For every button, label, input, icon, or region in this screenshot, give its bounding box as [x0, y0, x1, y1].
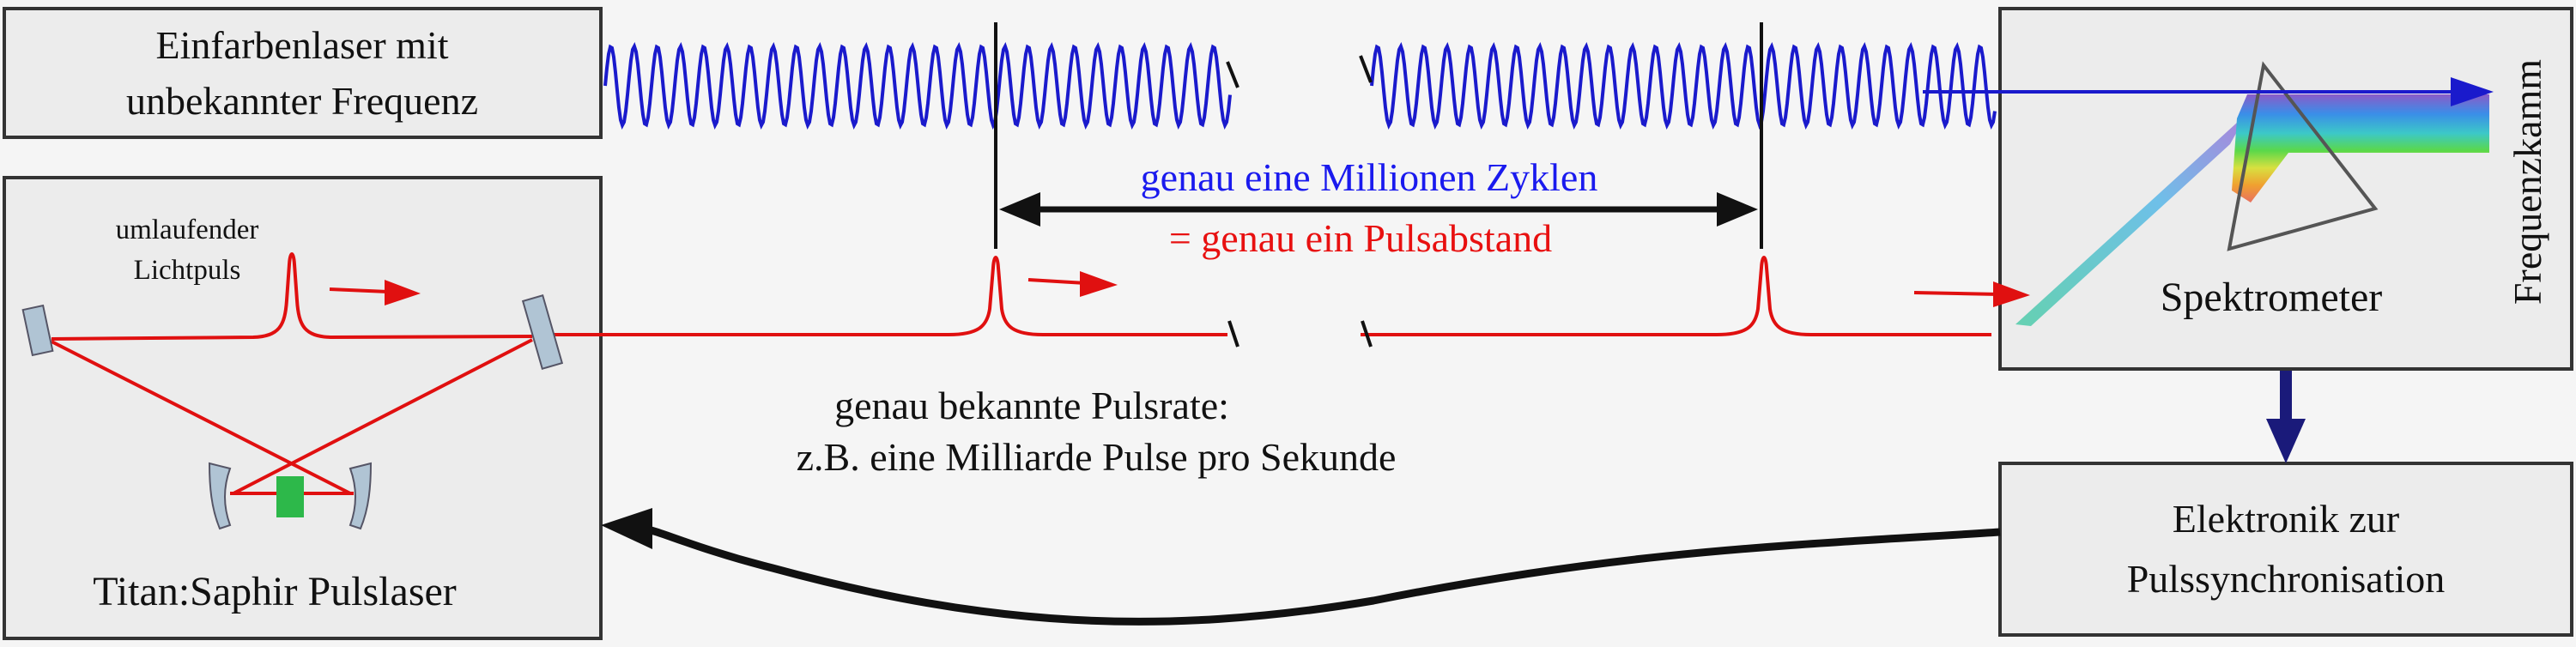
circulating-pulse-arrow: [329, 280, 421, 305]
feedback-curve: [650, 526, 2001, 626]
prism: [2227, 61, 2379, 251]
measurement-arrowhead-left: [999, 192, 1040, 227]
cavity-beam-cross-1: [51, 340, 351, 495]
laser-wave-signal: [603, 42, 1997, 130]
circulating-pulse-label-line1: umlaufender: [116, 215, 259, 245]
spectrometer-label: Spektrometer: [2161, 275, 2383, 320]
electronics-frame: [1998, 462, 2573, 637]
laser-wave-left-segment: [603, 42, 1232, 130]
cycles-label: genau eine Millionen Zyklen: [1141, 155, 1598, 199]
spectrometer-to-electronics-arrow: [2266, 371, 2306, 463]
pulse-laser-box: Titan:Saphir Pulslaser umlaufender Licht…: [3, 176, 603, 640]
wave-break-mark-right: [1359, 55, 1373, 83]
pulse-direction-arrow: [1027, 271, 1118, 297]
electronics-line2: Pulssynchronisation: [2127, 557, 2446, 601]
dispersed-light-fan: [2015, 113, 2247, 326]
pulse-break-mark-right: [1361, 320, 1373, 348]
electronics-line1: Elektronik zur: [2173, 497, 2399, 541]
laser-box-frame: [3, 7, 603, 139]
circulating-pulse-label-line2: Lichtpuls: [134, 255, 241, 286]
cavity-mirror-bottom-right: [349, 462, 373, 530]
electronics-box: Elektronik zur Pulssynchronisation: [1998, 462, 2573, 637]
frequency-comb-rainbow: [2232, 94, 2489, 203]
pulse-beam-right-segment: [1361, 256, 1991, 336]
pulse-rate-line1: genau bekannte Pulsrate:: [834, 384, 1229, 427]
cavity-mirror-bottom-left: [208, 462, 232, 530]
feedback-to-pulse-laser-arrow: [601, 508, 2001, 626]
cavity-mirror-top-left: [21, 304, 54, 357]
pulse-rate-note: genau bekannte Pulsrate: z.B. eine Milli…: [797, 384, 1397, 479]
single-frequency-laser-box: Einfarbenlaser mit unbekannter Frequenz: [3, 7, 603, 139]
pulse-laser-title: Titan:Saphir Pulslaser: [93, 569, 457, 614]
cycle-measurement: genau eine Millionen Zyklen = genau ein …: [994, 22, 1763, 260]
cavity-beam-cross-2: [233, 338, 533, 495]
cavity-beam-with-pulse: [51, 252, 533, 341]
titanium-sapphire-crystal: [276, 476, 304, 517]
laser-beam-arrowhead: [2451, 77, 2494, 106]
pulse-beam-left-segment: [549, 256, 1227, 336]
frequency-comb-label: Frequenzkamm: [2506, 59, 2549, 305]
pulse-laser-frame: [3, 176, 603, 640]
pulse-break-mark-left: [1227, 320, 1240, 348]
spectrometer-optics: Spektrometer Frequenzkamm: [1923, 59, 2549, 326]
feedback-arrowhead: [601, 508, 652, 549]
laser-box-line2: unbekannter Frequenz: [126, 79, 478, 123]
spectrometer-frame: [1998, 7, 2573, 371]
pulse-train-beam: [549, 256, 2030, 348]
laser-wave-right-segment: [1370, 42, 1997, 130]
wave-break-mark-left: [1226, 61, 1240, 88]
laser-cavity: [21, 252, 564, 530]
cavity-mirror-top-right: [521, 294, 564, 370]
spectrometer-box: [1998, 7, 2573, 371]
pulse-spacing-label: = genau ein Pulsabstand: [1169, 216, 1552, 260]
pulse-rate-line2: z.B. eine Milliarde Pulse pro Sekunde: [797, 435, 1397, 479]
pulse-into-spectrometer-arrow: [1913, 281, 2030, 307]
measurement-arrowhead-right: [1717, 192, 1758, 227]
laser-box-line1: Einfarbenlaser mit: [155, 23, 448, 67]
